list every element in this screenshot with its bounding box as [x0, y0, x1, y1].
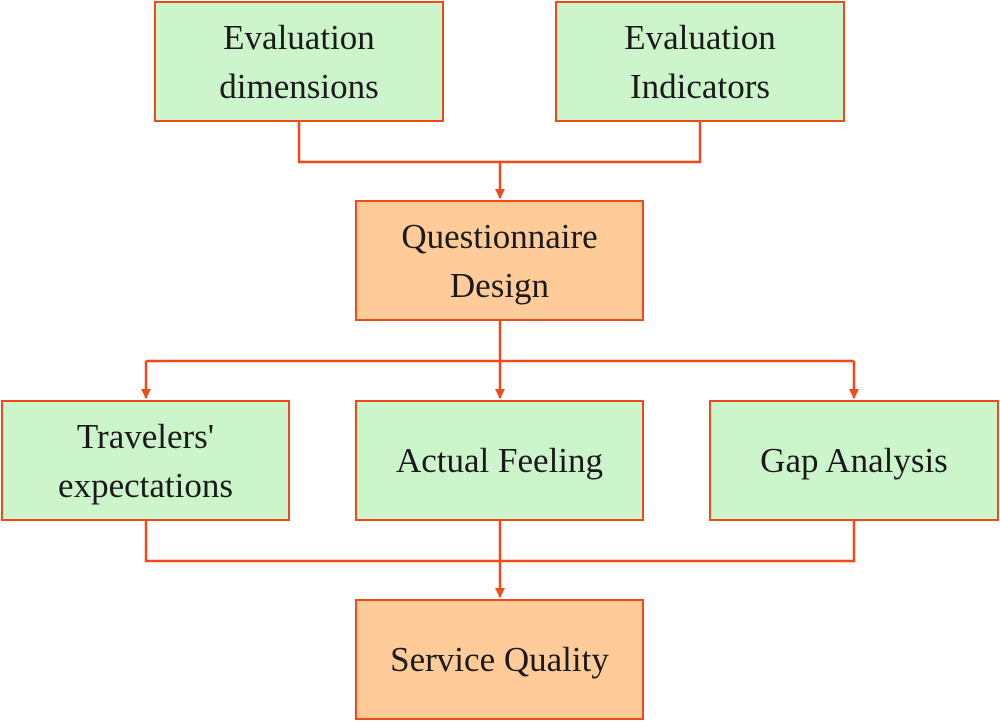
node-travelers-expectations-label: Travelers' expectations [58, 416, 233, 505]
node-actual-feeling-label: Actual Feeling [395, 441, 604, 480]
node-actual-feeling: Actual Feeling [355, 400, 644, 521]
node-service-quality: Service Quality [355, 599, 644, 720]
node-questionnaire-design: Questionnaire Design [355, 200, 644, 321]
node-evaluation-indicators: Evaluation Indicators [555, 1, 845, 122]
node-questionnaire-design-label: Questionnaire Design [401, 216, 598, 305]
node-evaluation-dimensions: Evaluation dimensions [154, 1, 444, 122]
connector-dimensions-merge [297, 122, 702, 164]
node-gap-analysis: Gap Analysis [709, 400, 999, 521]
node-evaluation-dimensions-label: Evaluation dimensions [219, 17, 379, 106]
node-evaluation-indicators-label: Evaluation Indicators [624, 17, 776, 106]
node-travelers-expectations: Travelers' expectations [1, 400, 290, 521]
node-gap-analysis-label: Gap Analysis [760, 441, 948, 480]
node-service-quality-label: Service Quality [390, 640, 609, 679]
